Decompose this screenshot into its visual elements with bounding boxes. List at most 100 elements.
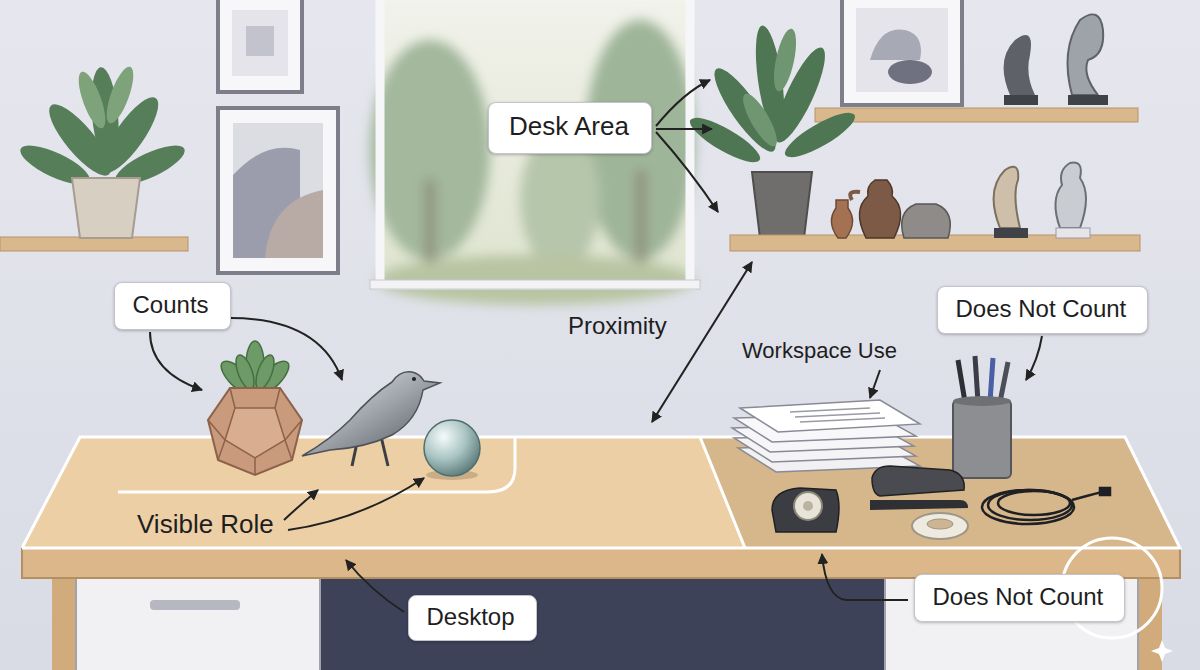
callout-box: Desktop [408,595,537,641]
lower-right-shelf-part [902,204,951,238]
tape-dispenser-part [803,501,813,511]
bird-sculpture-part [302,372,440,456]
left-shelf-plant-part [73,64,138,132]
stapler-part [872,466,964,496]
desk-part [76,578,320,670]
window-part [370,280,700,289]
wall-frames-part [246,26,274,56]
stapler [870,466,968,510]
paper-stack-part [790,408,885,422]
wall-frames-part [888,60,932,84]
lower-right-shelf-part [1056,228,1090,238]
callout-box: Does Not Count [914,574,1125,622]
left-shelf-plant [0,64,190,251]
pen-cup [953,356,1011,478]
leader-arrows-part [288,478,424,530]
pen-cup-part [1000,362,1008,402]
lower-right-shelf-part-part [770,27,801,93]
succulent-pot-part [208,388,302,475]
callout-text: Counts [133,291,212,319]
leader-arrows-part [1026,336,1042,380]
window-part [380,0,690,285]
lower-right-shelf-part [850,192,860,200]
lower-right-shelf-part [831,200,852,238]
pen-cup-part [958,360,965,402]
wall-frames [218,0,962,273]
wall-frames-part [218,108,338,273]
window [370,0,700,305]
succulent-pot-part-part [252,353,277,392]
lower-right-shelf-part-part [737,90,783,151]
leader-arrows-part [652,262,752,422]
succulent-pot-part-part [232,353,257,392]
succulent-pot-part [208,388,302,475]
callout-box: Counts [114,282,231,330]
wall-frames-part [842,0,962,105]
callout-box: Does Not Count [937,286,1148,334]
upper-right-shelf [815,14,1138,122]
tape-dispenser-part [772,488,839,532]
left-shelf-plant-part [0,237,188,251]
callout-text: Desktop [427,603,518,631]
wall-frames-part [233,123,323,258]
tape-dispenser [772,488,839,532]
desk-part [150,600,240,610]
desk-part [52,578,76,670]
callout-text: Desk Area [509,112,631,142]
leader-arrows-part [870,370,880,398]
desk-part [320,578,885,670]
lower-right-shelf-part [859,180,900,238]
leader-arrows-part [656,128,712,130]
left-shelf-plant-part-part [73,69,110,132]
lower-right-shelf-part [994,228,1028,238]
paper-stack-part [740,400,920,432]
lower-right-shelf-part [737,27,800,151]
wall-frames-part [856,8,948,92]
cable [982,488,1110,524]
upper-right-shelf-part [815,108,1138,122]
tape-roll-part [912,513,968,539]
desk-part [700,437,745,548]
cable-part [1072,492,1102,500]
left-shelf-plant-part-part [101,64,138,127]
pen-cup-part [975,356,978,402]
leader-arrows-part [346,560,404,612]
wall-frames-part [218,0,302,92]
wall-frames-part [265,190,323,258]
lower-right-shelf-part-part [780,105,860,164]
lower-right-shelf-part [685,24,860,170]
upper-right-shelf-part [1068,95,1108,105]
paper-stack [732,400,920,472]
lower-right-shelf [685,24,1140,251]
annotation-label: Visible Role [137,510,274,540]
lower-right-shelf-part [752,172,812,238]
annotation-label: Proximity [568,312,667,340]
tape-dispenser-part [794,492,822,520]
leader-arrows [150,80,1042,612]
callout-text: Does Not Count [933,583,1106,611]
desk-part [22,437,745,548]
annotation-label: Workspace Use [742,338,897,363]
upper-right-shelf-part [1068,14,1104,95]
tape-roll-part [927,519,953,529]
left-shelf-plant-part [72,178,140,238]
logo-badge-part [1151,640,1173,662]
wall-frames-part [232,10,288,76]
wall-frames-part [870,29,921,60]
stapler-part [870,500,968,510]
lower-right-shelf-part [994,167,1020,228]
lower-right-shelf-part [1055,163,1086,228]
leader-arrows-part [822,554,908,600]
leader-arrows-part [284,490,318,520]
pen-cup-part [953,396,1011,406]
tape-roll [912,513,968,539]
leader-arrows-part [656,80,710,126]
callout-text: Does Not Count [956,295,1129,323]
glass-sphere-part [424,420,480,476]
left-shelf-plant-part [15,66,189,192]
leader-arrows-part [230,318,342,380]
leader-arrows-part [150,332,202,390]
callout-box: Desk Area [488,102,652,154]
